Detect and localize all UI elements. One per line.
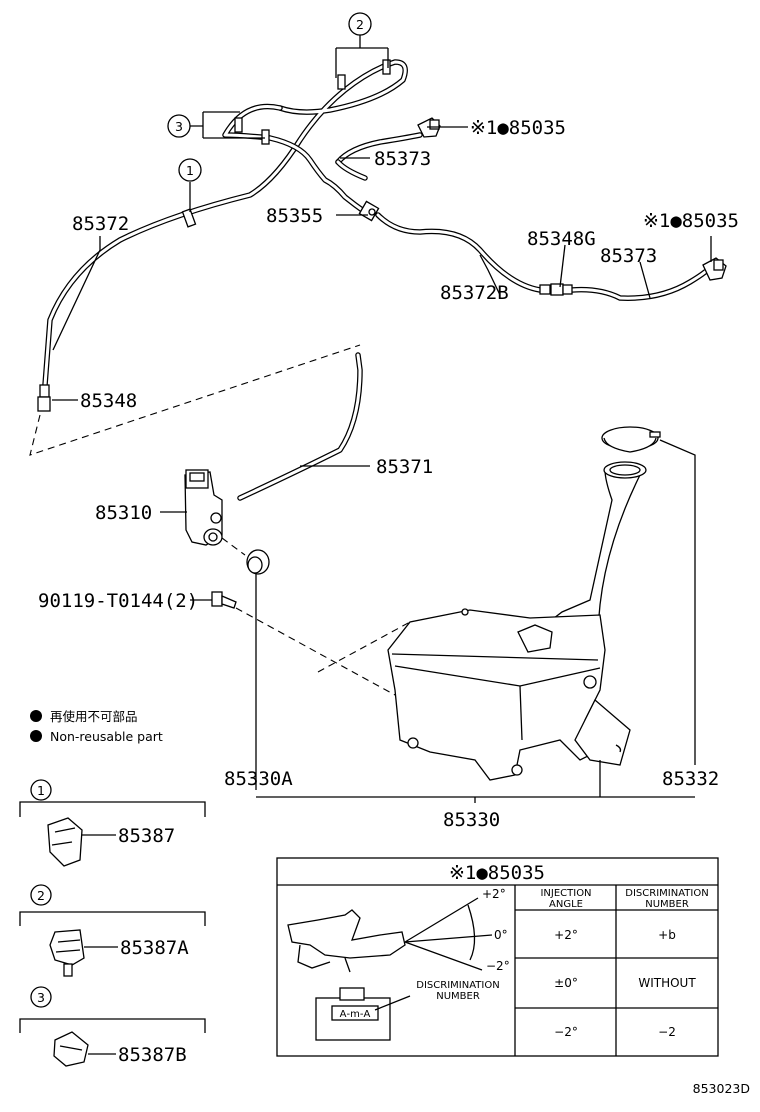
- inset-title: ※1●85035: [449, 862, 545, 884]
- guide-lines: [29, 344, 411, 696]
- label-85332: 85332: [662, 768, 719, 790]
- callout-2: 2: [348, 12, 372, 36]
- connector-85348: [37, 384, 51, 412]
- svg-text:2: 2: [37, 888, 45, 903]
- svg-text:−2°: −2°: [554, 1025, 578, 1039]
- label-85330: 85330: [443, 809, 500, 831]
- legend-en: Non-reusable part: [50, 729, 163, 744]
- label-85348: 85348: [80, 390, 137, 412]
- svg-text:+b: +b: [658, 928, 676, 942]
- label-85355: 85355: [266, 205, 323, 227]
- connector-85355: [358, 200, 380, 222]
- nozzle-85035-right: [702, 257, 727, 281]
- svg-text:ANGLE: ANGLE: [549, 899, 583, 910]
- svg-text:A‑m‑A: A‑m‑A: [340, 1009, 371, 1020]
- svg-text:DISCRIMINATION: DISCRIMINATION: [625, 888, 708, 899]
- svg-text:±0°: ±0°: [554, 976, 578, 990]
- label-85372: 85372: [72, 213, 129, 235]
- label-90119: 90119-T0144(2): [38, 590, 198, 612]
- part-labels: ※1●85035 85373 85372 85355 85348G ※1●850…: [38, 117, 739, 831]
- svg-text:WITHOUT: WITHOUT: [638, 976, 696, 990]
- leader-lines: [52, 35, 712, 803]
- label-85372B: 85372B: [440, 282, 509, 304]
- callout-3: 3: [167, 114, 191, 138]
- svg-text:1: 1: [186, 163, 194, 178]
- detail-2: 2 85387A: [19, 884, 206, 977]
- label-85387A: 85387A: [120, 937, 189, 959]
- label-85348G: 85348G: [527, 228, 596, 250]
- svg-text:−2: −2: [658, 1025, 676, 1039]
- svg-text:NUMBER: NUMBER: [436, 991, 480, 1002]
- cap-85332: [601, 426, 661, 453]
- label-85373-top: 85373: [374, 148, 431, 170]
- hose-assembly: [42, 59, 708, 501]
- label-85387B: 85387B: [118, 1044, 187, 1066]
- label-85387: 85387: [118, 825, 175, 847]
- svg-text:2: 2: [356, 17, 364, 32]
- legend-jp: 再使用不可部品: [50, 709, 138, 724]
- svg-text:3: 3: [37, 990, 45, 1005]
- inset-nozzle-table: ※1●85035 INJECTION ANGLE DISCRIMINATION …: [276, 857, 719, 1057]
- detail-3: 3 85387B: [19, 986, 206, 1067]
- label-85373-right: 85373: [600, 245, 657, 267]
- label-85310: 85310: [95, 502, 152, 524]
- svg-text:+2°: +2°: [554, 928, 578, 942]
- svg-text:1: 1: [37, 783, 45, 798]
- svg-text:−2°: −2°: [486, 959, 510, 973]
- label-85035-top: ※1●85035: [470, 117, 566, 139]
- callout-1: 1: [178, 158, 202, 182]
- grommet-85330A: [246, 549, 270, 575]
- diagram-code: 853023D: [693, 1081, 750, 1096]
- svg-text:+2°: +2°: [482, 887, 506, 901]
- label-85035-right: ※1●85035: [643, 210, 739, 232]
- svg-text:INJECTION: INJECTION: [540, 888, 591, 899]
- svg-text:DISCRIMINATION: DISCRIMINATION: [416, 980, 499, 991]
- detail-1: 1 85387: [19, 779, 206, 867]
- svg-text:0°: 0°: [494, 928, 508, 942]
- label-85371: 85371: [376, 456, 433, 478]
- svg-text:NUMBER: NUMBER: [645, 899, 689, 910]
- svg-text:3: 3: [175, 119, 183, 134]
- reservoir-85330: [387, 461, 647, 781]
- legend: 再使用不可部品 Non-reusable part: [30, 709, 163, 744]
- label-85330A: 85330A: [224, 768, 293, 790]
- connector-85348G: [539, 283, 573, 296]
- bolt-90119: [211, 591, 237, 609]
- pump-85310: [184, 469, 223, 546]
